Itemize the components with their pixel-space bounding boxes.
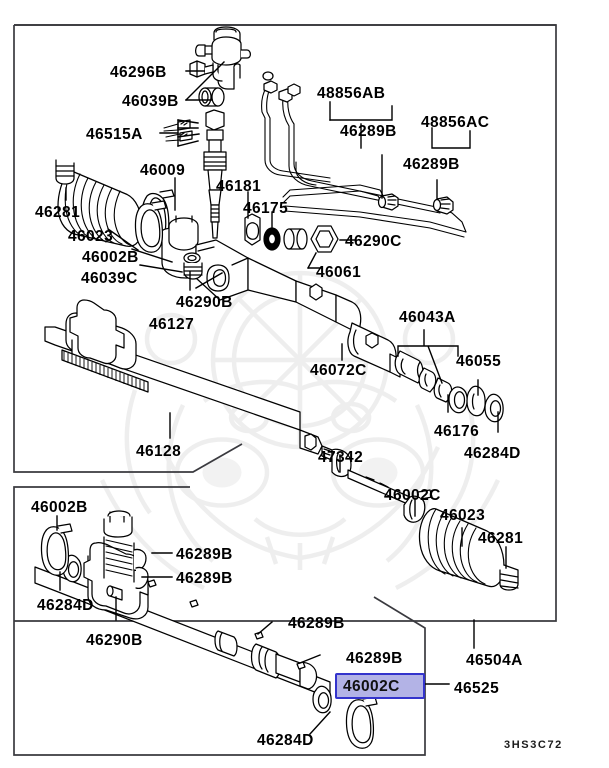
- bearing-stack-part: [394, 350, 504, 423]
- callout-46289B-a: 46289B: [340, 123, 397, 140]
- callout-47342: 47342: [318, 449, 363, 466]
- pinion-bearing-group-part: [244, 213, 339, 253]
- callout-46127: 46127: [149, 316, 194, 333]
- callout-46289B-l1: 46289B: [176, 546, 233, 563]
- valve-housing-part: [195, 26, 251, 90]
- callout-46002B-lower: 46002B: [31, 499, 88, 516]
- oring-46039B-part: [198, 87, 225, 107]
- callout-46289B-b: 46289B: [403, 156, 460, 173]
- callout-46176: 46176: [434, 423, 479, 440]
- callout-46289B-l2: 46289B: [176, 570, 233, 587]
- lower-rack-assembly-part: [34, 510, 378, 749]
- callout-46039B: 46039B: [122, 93, 179, 110]
- callout-46290C: 46290C: [345, 233, 402, 250]
- sheet-code: 3HS3C72: [504, 739, 563, 751]
- callout-46290B-l: 46290B: [86, 632, 143, 649]
- callout-46009: 46009: [140, 162, 185, 179]
- bellows-boot-left-part: [55, 159, 143, 247]
- tie-rod-right-part: [299, 429, 519, 591]
- callout-46061: 46061: [316, 264, 361, 281]
- callout-48856AC: 48856AC: [421, 114, 489, 131]
- callout-46072C: 46072C: [310, 362, 367, 379]
- bolt-46296B-part: [189, 60, 214, 78]
- callout-46296B: 46296B: [110, 64, 167, 81]
- rack-cylinder-part: [247, 257, 401, 378]
- callout-46043A: 46043A: [399, 309, 456, 326]
- leader-lines: [56, 61, 507, 735]
- callout-46525: 46525: [454, 680, 499, 697]
- highlighted-part-46002C[interactable]: 46002C: [335, 673, 425, 699]
- callout-46504A: 46504A: [466, 652, 523, 669]
- callout-46289B-l3: 46289B: [288, 615, 345, 632]
- callout-46181: 46181: [216, 178, 261, 195]
- callout-46281-b: 46281: [478, 530, 523, 547]
- callout-46023-b: 46023: [440, 507, 485, 524]
- clip-46002B-part: [134, 200, 167, 253]
- callout-46175: 46175: [243, 200, 288, 217]
- ring-46039C-part: [183, 252, 203, 280]
- upper-inner-frame: [13, 24, 556, 473]
- callout-46515A: 46515A: [86, 126, 143, 143]
- callout-46002B-a: 46002B: [82, 249, 139, 266]
- rack-housing-part: [161, 215, 249, 301]
- callout-46002C-upper: 46002C: [384, 487, 441, 504]
- pinion-shaft-part: [203, 109, 227, 239]
- callout-46289B-l4: 46289B: [346, 650, 403, 667]
- callout-46284D-a: 46284D: [464, 445, 521, 462]
- callout-46284D-l1: 46284D: [37, 597, 94, 614]
- callout-48856AB: 48856AB: [317, 85, 385, 102]
- highlight-box[interactable]: [335, 673, 425, 699]
- callout-46039C: 46039C: [81, 270, 138, 287]
- callout-46290B-a: 46290B: [176, 294, 233, 311]
- lower-inner-frame: [13, 486, 426, 756]
- callout-46281-a: 46281: [35, 204, 80, 221]
- callout-46055: 46055: [456, 353, 501, 370]
- callout-46128: 46128: [136, 443, 181, 460]
- highlight-label: 46002C: [343, 678, 400, 695]
- steering-tubes-part: [261, 71, 467, 238]
- callout-46023-a: 46023: [68, 228, 113, 245]
- callout-46284D-l2: 46284D: [257, 732, 314, 749]
- rack-bar-main-part: [44, 299, 301, 431]
